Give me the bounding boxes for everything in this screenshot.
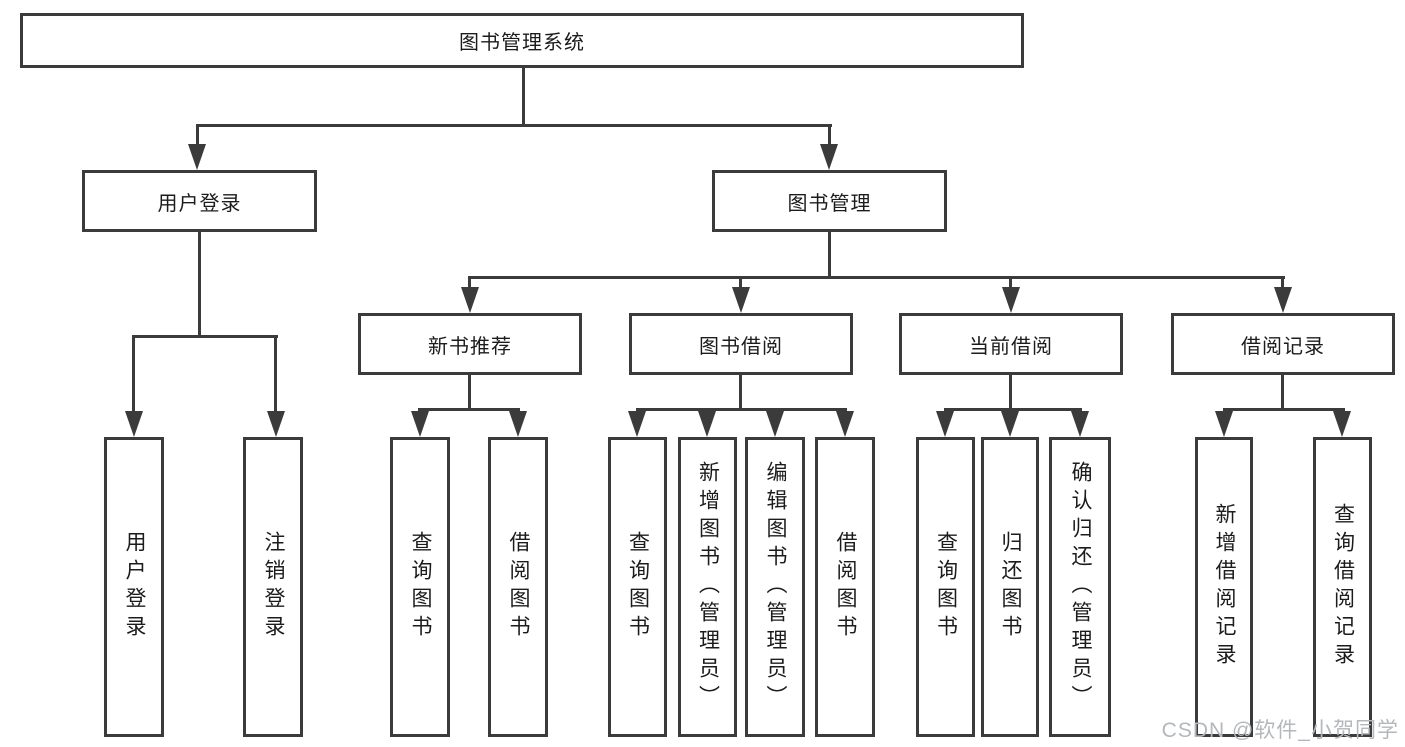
arrow-to-login-leaf	[125, 411, 143, 437]
arrow-to-bb4	[836, 411, 854, 437]
connector-drop-borrow-records	[1281, 276, 1284, 290]
arrow-to-book-mgmt	[820, 144, 838, 170]
connector-borrow-records-bar	[1223, 408, 1345, 411]
connector-drop-book-mgmt	[828, 124, 831, 146]
connector-user-login-bar	[132, 335, 278, 338]
leaf-bb-borrow-books: 借阅图书	[815, 437, 875, 737]
connector-new-books-stem	[468, 375, 471, 410]
leaf-br-add-record-label: 新增借阅记录	[1213, 503, 1236, 671]
arrow-to-user-login	[188, 144, 206, 170]
node-root-label: 图书管理系统	[459, 32, 585, 54]
connector-book-borrow-stem	[739, 375, 742, 410]
connector-drop-current-borrow	[1009, 276, 1012, 290]
leaf-cb-return-books: 归还图书	[981, 437, 1039, 737]
arrow-to-cb3	[1071, 411, 1089, 437]
connector-drop-new-books	[468, 276, 471, 290]
node-user-login-label: 用户登录	[157, 192, 242, 215]
connector-root-stem	[522, 68, 525, 125]
node-book-mgmt: 图书管理	[712, 170, 947, 232]
leaf-bb-edit-books-admin: 编辑图书（管理员）	[745, 437, 805, 737]
connector-user-login-stem	[198, 232, 201, 335]
node-book-mgmt-label: 图书管理	[787, 192, 872, 215]
leaf-user-login: 用户登录	[104, 437, 164, 737]
node-book-borrow: 图书借阅	[629, 313, 853, 375]
leaf-nb-borrow-books: 借阅图书	[488, 437, 548, 737]
leaf-cb-confirm-return-admin-label: 确认归还（管理员）	[1069, 461, 1092, 713]
leaf-nb-query-books-label: 查询图书	[409, 531, 432, 643]
connector-drop-book-borrow	[739, 276, 742, 290]
leaf-cb-confirm-return-admin: 确认归还（管理员）	[1049, 437, 1111, 737]
arrow-to-bb2	[698, 411, 716, 437]
leaf-nb-query-books: 查询图书	[390, 437, 450, 737]
leaf-br-query-record-label: 查询借阅记录	[1331, 503, 1355, 671]
connector-book-borrow-bar	[636, 408, 847, 411]
connector-drop-user-login	[196, 124, 199, 146]
connector-current-borrow-stem	[1009, 375, 1012, 410]
arrow-to-br1	[1215, 411, 1233, 437]
leaf-cb-query-books: 查询图书	[916, 437, 975, 737]
leaf-br-query-record: 查询借阅记录	[1313, 437, 1372, 737]
csdn-watermark: CSDN @软件_小贺同学	[1161, 719, 1399, 742]
arrow-to-bb1	[628, 411, 646, 437]
arrow-to-nb2	[509, 411, 527, 437]
arrow-to-bb3	[766, 411, 784, 437]
arrow-to-logout-leaf	[267, 411, 285, 437]
connector-book-mgmt-bar	[468, 276, 1285, 279]
node-user-login: 用户登录	[82, 170, 317, 232]
connector-borrow-records-stem	[1281, 375, 1284, 410]
node-root: 图书管理系统	[20, 13, 1024, 68]
leaf-bb-borrow-books-label: 借阅图书	[834, 531, 857, 643]
arrow-to-current-borrow	[1002, 287, 1020, 313]
leaf-cb-query-books-label: 查询图书	[934, 531, 958, 643]
arrow-to-cb2	[1001, 411, 1019, 437]
connector-new-books-bar	[418, 408, 520, 411]
leaf-br-add-record: 新增借阅记录	[1195, 437, 1253, 737]
leaf-bb-add-books-admin: 新增图书（管理员）	[678, 437, 737, 737]
node-borrow-records-label: 借阅记录	[1241, 335, 1325, 358]
arrow-to-book-borrow	[732, 287, 750, 313]
leaf-nb-borrow-books-label: 借阅图书	[507, 531, 530, 643]
node-new-books: 新书推荐	[358, 313, 582, 375]
leaf-bb-query-books-label: 查询图书	[626, 531, 650, 643]
leaf-logout: 注销登录	[243, 437, 303, 737]
node-new-books-label: 新书推荐	[428, 335, 512, 358]
arrow-to-borrow-records	[1274, 287, 1292, 313]
leaf-user-login-label: 用户登录	[123, 531, 146, 643]
node-current-borrow-label: 当前借阅	[969, 335, 1053, 358]
arrow-to-new-books	[461, 287, 479, 313]
leaf-bb-add-books-admin-label: 新增图书（管理员）	[696, 461, 720, 713]
arrow-to-br2	[1333, 411, 1351, 437]
arrow-to-cb1	[936, 411, 954, 437]
arrow-to-nb1	[411, 411, 429, 437]
leaf-logout-label: 注销登录	[262, 531, 285, 643]
connector-book-mgmt-stem	[828, 232, 831, 278]
node-book-borrow-label: 图书借阅	[699, 335, 783, 358]
connector-drop-logout-leaf	[274, 335, 277, 411]
leaf-cb-return-books-label: 归还图书	[999, 531, 1022, 643]
node-borrow-records: 借阅记录	[1171, 313, 1395, 375]
connector-root-bar	[196, 124, 832, 127]
node-current-borrow: 当前借阅	[899, 313, 1123, 375]
leaf-bb-query-books: 查询图书	[608, 437, 667, 737]
connector-current-borrow-bar	[944, 408, 1082, 411]
leaf-bb-edit-books-admin-label: 编辑图书（管理员）	[764, 461, 787, 713]
connector-drop-login-leaf	[132, 335, 135, 411]
